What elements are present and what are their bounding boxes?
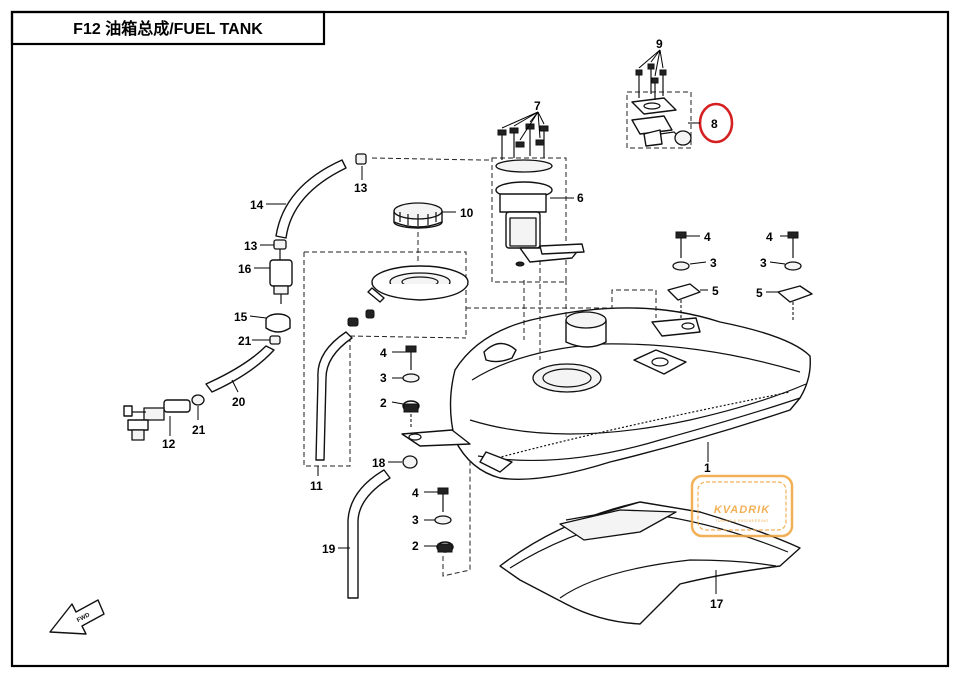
callout-3-c: 3 — [710, 256, 717, 270]
callout-5-b: 5 — [756, 286, 763, 300]
hose-clamp-upper[interactable] — [269, 335, 281, 345]
watermark-logo: KVADRIK TUNING & ENGINEERING — [690, 474, 794, 538]
quick-connector-part[interactable] — [123, 399, 191, 441]
callout-2-a: 2 — [380, 396, 387, 410]
callout-7: 7 — [534, 99, 541, 113]
callout-9: 9 — [656, 37, 663, 51]
callout-4-c: 4 — [704, 230, 711, 244]
callout-10: 10 — [460, 206, 474, 220]
callout-3-b: 3 — [412, 513, 419, 527]
diagram-frame — [10, 10, 950, 668]
page-title: F12 油箱总成/FUEL TANK — [73, 19, 263, 38]
hose-clamp-lower[interactable] — [191, 394, 205, 406]
callout-3-a: 3 — [380, 371, 387, 385]
watermark-text: KVADRIK — [714, 504, 770, 516]
callout-17: 17 — [710, 597, 724, 611]
callout-21-lower: 21 — [192, 423, 206, 437]
callout-3-d: 3 — [760, 256, 767, 270]
callout-6: 6 — [577, 191, 584, 205]
mount-hardware-right-b[interactable] — [777, 231, 813, 320]
callout-11: 11 — [310, 479, 323, 493]
fuel-level-sensor-assembly[interactable] — [626, 91, 692, 149]
mount-hardware-left-upper[interactable] — [402, 345, 420, 428]
callout-12: 12 — [162, 437, 176, 451]
callout-13-top: 13 — [354, 181, 368, 195]
callout-5-a: 5 — [712, 284, 719, 298]
callout-20: 20 — [232, 395, 246, 409]
sensor-bolts-part[interactable] — [635, 49, 667, 100]
drain-hose-part[interactable] — [347, 469, 391, 599]
fuel-cap-part[interactable] — [393, 202, 443, 229]
callout-8: 8 — [711, 117, 718, 131]
hose-clip-top[interactable] — [355, 153, 367, 165]
fuel-pump-assembly[interactable] — [491, 157, 585, 283]
callout-14: 14 — [250, 198, 264, 212]
callout-13-mid: 13 — [244, 239, 258, 253]
callout-19: 19 — [322, 542, 336, 556]
callout-18: 18 — [372, 456, 386, 470]
callout-16: 16 — [238, 262, 252, 276]
filler-tray-assembly[interactable] — [303, 251, 469, 467]
callout-4-a: 4 — [380, 346, 387, 360]
fuel-filter-part[interactable] — [269, 249, 293, 304]
drain-clamp-part[interactable] — [402, 455, 418, 469]
hose-clip-mid[interactable] — [273, 239, 287, 250]
vent-hose-part[interactable] — [275, 159, 347, 239]
pump-bolts-part[interactable] — [497, 111, 549, 160]
callout-4-b: 4 — [412, 486, 419, 500]
skid-plate-part[interactable] — [499, 501, 801, 625]
callout-1: 1 — [704, 461, 711, 475]
forward-arrow-icon: FWD — [49, 599, 105, 635]
watermark-subtext: TUNING & ENGINEERING — [715, 519, 768, 523]
callout-21-upper: 21 — [238, 334, 252, 348]
callout-2-b: 2 — [412, 539, 419, 553]
title-block: F12 油箱总成/FUEL TANK — [10, 10, 326, 46]
mount-hardware-left-lower[interactable] — [434, 460, 471, 577]
damper-ring-part[interactable] — [265, 313, 291, 333]
fuel-tank-part[interactable] — [401, 307, 811, 480]
fuel-hose-part[interactable] — [205, 345, 275, 393]
callout-15: 15 — [234, 310, 248, 324]
mount-hardware-right-a[interactable] — [667, 231, 701, 318]
callout-4-d: 4 — [766, 230, 773, 244]
